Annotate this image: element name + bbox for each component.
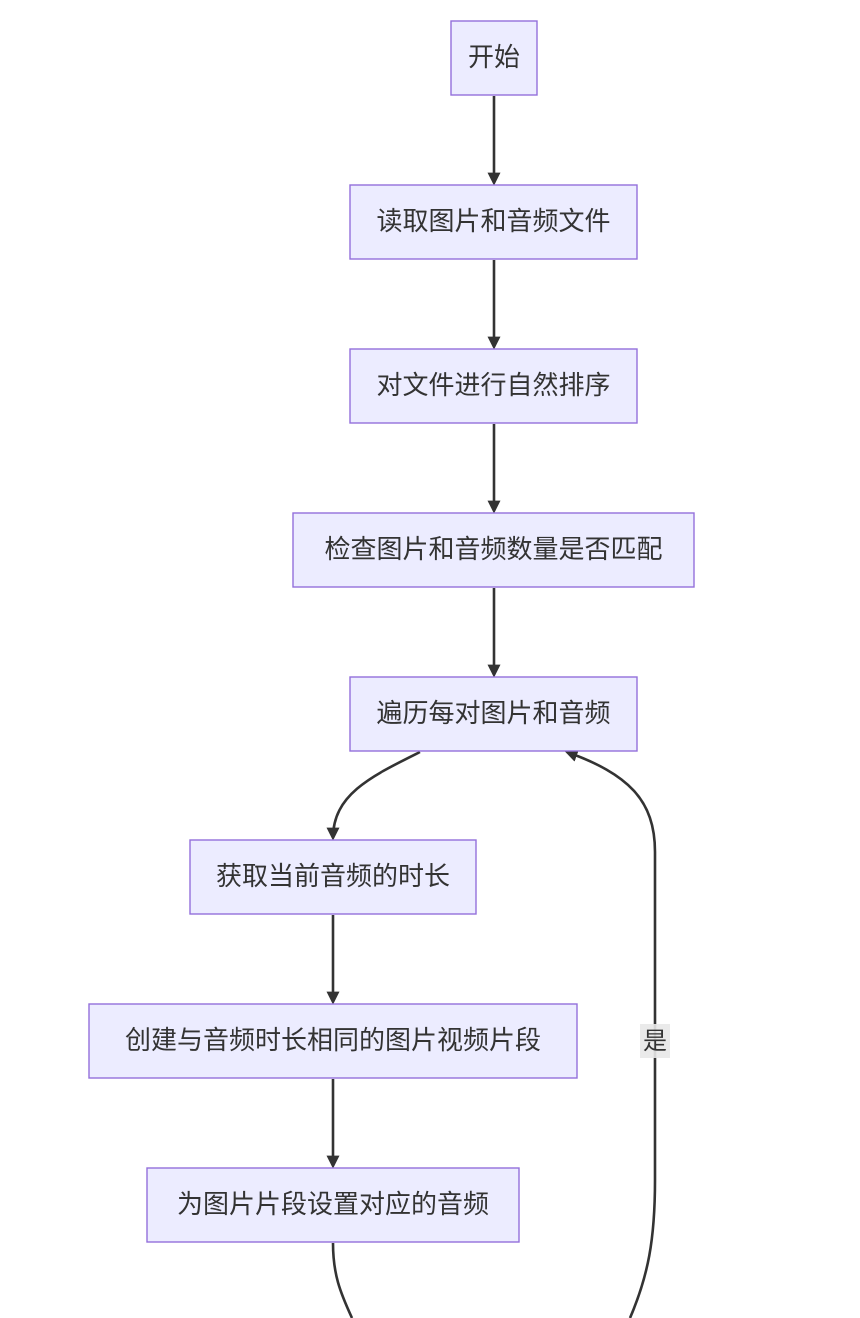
edge-loop-duration — [326, 750, 421, 841]
node-read: 读取图片和音频文件 — [349, 184, 638, 260]
node-loop: 遍历每对图片和音频 — [349, 676, 638, 752]
node-set: 为图片片段设置对应的音频 — [146, 1167, 520, 1243]
node-duration-label: 获取当前音频的时长 — [216, 862, 450, 892]
edge-yes-loop-back — [564, 749, 657, 1318]
node-create: 创建与音频时长相同的图片视频片段 — [88, 1003, 578, 1079]
node-read-label: 读取图片和音频文件 — [376, 207, 610, 237]
node-duration: 获取当前音频的时长 — [189, 839, 477, 915]
node-loop-label: 遍历每对图片和音频 — [376, 699, 610, 729]
node-check-label: 检查图片和音频数量是否匹配 — [324, 535, 662, 565]
node-check: 检查图片和音频数量是否匹配 — [292, 512, 695, 588]
node-sort-label: 对文件进行自然排序 — [376, 371, 610, 401]
node-set-label: 为图片片段设置对应的音频 — [177, 1190, 489, 1220]
node-create-label: 创建与音频时长相同的图片视频片段 — [125, 1026, 541, 1056]
edge-label-yes-text: 是 — [643, 1027, 667, 1055]
edges — [326, 96, 657, 1318]
node-sort: 对文件进行自然排序 — [349, 348, 638, 424]
node-start-label: 开始 — [468, 43, 520, 73]
edge-label-yes: 是 — [640, 1024, 670, 1058]
node-start: 开始 — [450, 20, 538, 96]
edge-set-continue — [331, 1242, 354, 1318]
